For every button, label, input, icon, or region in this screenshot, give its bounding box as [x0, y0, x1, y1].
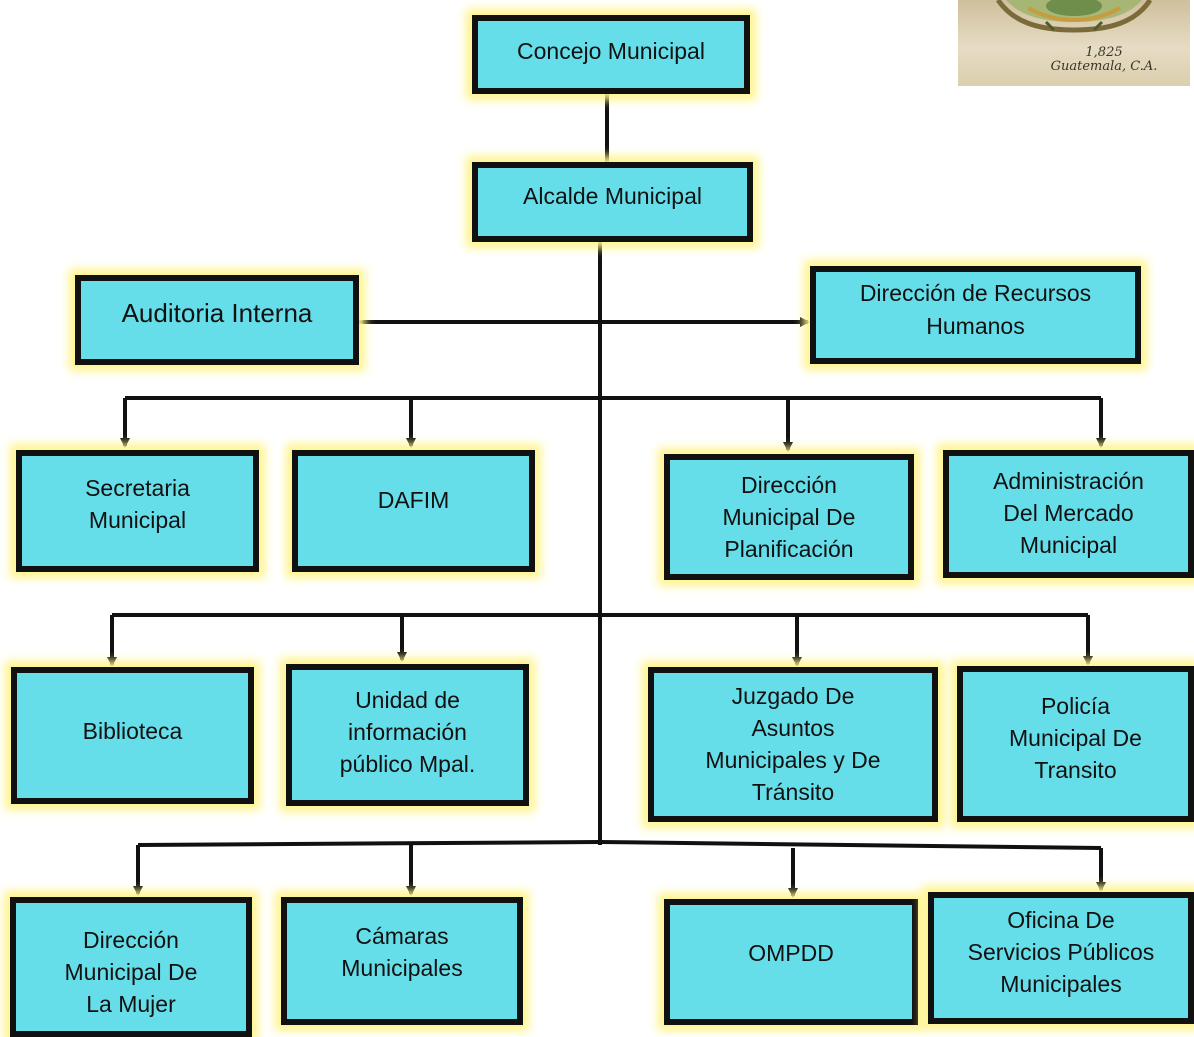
- box-label: Policía Municipal De Transito: [1009, 693, 1142, 783]
- box-recursos-humanos: Dirección de Recursos Humanos: [810, 266, 1141, 364]
- box-direccion-municipal-mujer: Dirección Municipal De La Mujer: [10, 897, 252, 1037]
- seal-emblem-icon: [995, 0, 1153, 33]
- box-label: Dirección Municipal De La Mujer: [64, 927, 198, 1017]
- box-label: Concejo Municipal: [517, 38, 705, 64]
- box-label: Administración Del Mercado Municipal: [993, 468, 1144, 558]
- box-secretaria-municipal: Secretaria Municipal: [16, 450, 259, 572]
- box-administracion-mercado: Administración Del Mercado Municipal: [943, 450, 1194, 578]
- box-label: Secretaria Municipal: [85, 475, 190, 533]
- box-label: Oficina De Servicios Públicos Municipale…: [967, 907, 1155, 997]
- box-label: Unidad de información público Mpal.: [339, 687, 476, 777]
- box-label: Alcalde Municipal: [523, 183, 702, 209]
- box-label: Auditoria Interna: [121, 298, 313, 328]
- box-label: Biblioteca: [82, 717, 183, 744]
- box-alcalde-municipal: Alcalde Municipal: [472, 162, 753, 242]
- box-policia-municipal-transito: Policía Municipal De Transito: [957, 666, 1194, 822]
- box-label: OMPDD: [748, 940, 834, 966]
- connector-row3-bar: [137, 839, 1102, 850]
- seal-caption: 1,825 Guatemala, C.A.: [1044, 46, 1164, 74]
- municipal-seal-logo: 1,825 Guatemala, C.A.: [958, 0, 1190, 86]
- box-servicios-publicos: Oficina De Servicios Públicos Municipale…: [928, 892, 1194, 1024]
- box-label: DAFIM: [377, 487, 450, 513]
- box-concejo-municipal: Concejo Municipal: [472, 15, 750, 94]
- box-label: Juzgado De Asuntos Municipales y De Trán…: [705, 682, 881, 805]
- box-biblioteca: Biblioteca: [11, 667, 254, 804]
- box-dafim: DAFIM: [292, 450, 535, 572]
- box-juzgado-asuntos-municipales: Juzgado De Asuntos Municipales y De Trán…: [648, 667, 938, 822]
- box-camaras-municipales: Cámaras Municipales: [281, 897, 523, 1025]
- seal-year: 1,825: [1085, 45, 1123, 60]
- box-label: Cámaras Municipales: [341, 923, 463, 981]
- box-unidad-informacion-publica: Unidad de información público Mpal.: [286, 664, 529, 806]
- box-auditoria-interna: Auditoria Interna: [75, 275, 359, 365]
- box-label: Dirección de Recursos Humanos: [859, 280, 1092, 339]
- box-direccion-planificacion: Dirección Municipal De Planificación: [664, 454, 914, 580]
- box-ompdd: OMPDD: [664, 899, 918, 1025]
- box-label: Dirección Municipal De Planificación: [722, 472, 856, 562]
- seal-place: Guatemala, C.A.: [1050, 59, 1158, 74]
